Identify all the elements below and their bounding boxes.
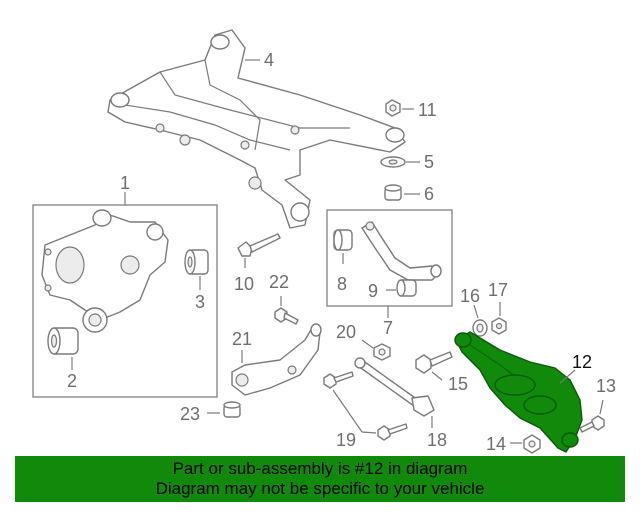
banner-line-1: Part or sub-assembly is #12 in diagram (172, 459, 468, 478)
callout-17: 17 (488, 280, 508, 300)
bolt-part-15 (415, 351, 453, 374)
lower-control-arm-part-12 (454, 331, 583, 453)
upper-arm-part (361, 221, 442, 281)
banner-line-2: Diagram may not be specific to your vehi… (155, 479, 485, 498)
callout-2: 2 (67, 371, 77, 391)
callout-23: 23 (180, 404, 200, 424)
callout-7: 7 (383, 318, 393, 338)
callout-1: 1 (120, 173, 130, 193)
bolt-part-19 (323, 371, 408, 441)
callout-20: 20 (336, 322, 356, 342)
callout-16: 16 (460, 286, 480, 306)
bolt-part-10 (237, 233, 281, 257)
ring-part-16 (472, 319, 488, 337)
bolt-part-13 (579, 415, 605, 433)
crossmember-part (107, 29, 406, 229)
info-banner: Part or sub-assembly is #12 in diagram D… (15, 456, 625, 502)
callout-13: 13 (596, 376, 616, 396)
nut-part-14 (523, 434, 541, 454)
nut-part-6 (384, 184, 402, 201)
callout-11: 11 (418, 100, 437, 120)
callout-9: 9 (368, 281, 378, 301)
callout-22: 22 (269, 272, 289, 292)
nut-part-23 (223, 401, 241, 418)
bushing-part-9 (396, 279, 417, 297)
bushing-part-8 (333, 229, 353, 251)
callout-19: 19 (336, 430, 356, 450)
callout-10: 10 (234, 274, 254, 294)
lateral-arm-part-21 (231, 323, 322, 396)
callout-21: 21 (232, 329, 252, 349)
parts-diagram: 4 11 5 6 1 3 (32, 29, 616, 454)
callout-15: 15 (448, 374, 468, 394)
nut-part-11 (385, 99, 401, 117)
bushing-part-2 (47, 327, 79, 355)
callout-14: 14 (486, 434, 506, 454)
knuckle-part (41, 209, 169, 333)
bushing-part-3 (184, 249, 209, 275)
upper-arm-box (326, 209, 453, 307)
callout-3: 3 (195, 292, 205, 312)
nut-part-17 (491, 317, 507, 335)
callout-12: 12 (572, 352, 592, 372)
callout-5: 5 (424, 152, 434, 172)
nut-part-20 (373, 343, 391, 361)
callout-18: 18 (427, 430, 447, 450)
link-part-18 (354, 357, 435, 417)
callout-4: 4 (264, 50, 274, 70)
callout-6: 6 (424, 184, 434, 204)
callout-8: 8 (337, 274, 347, 294)
bolt-part-22 (274, 307, 299, 325)
washer-part-5 (380, 156, 406, 168)
